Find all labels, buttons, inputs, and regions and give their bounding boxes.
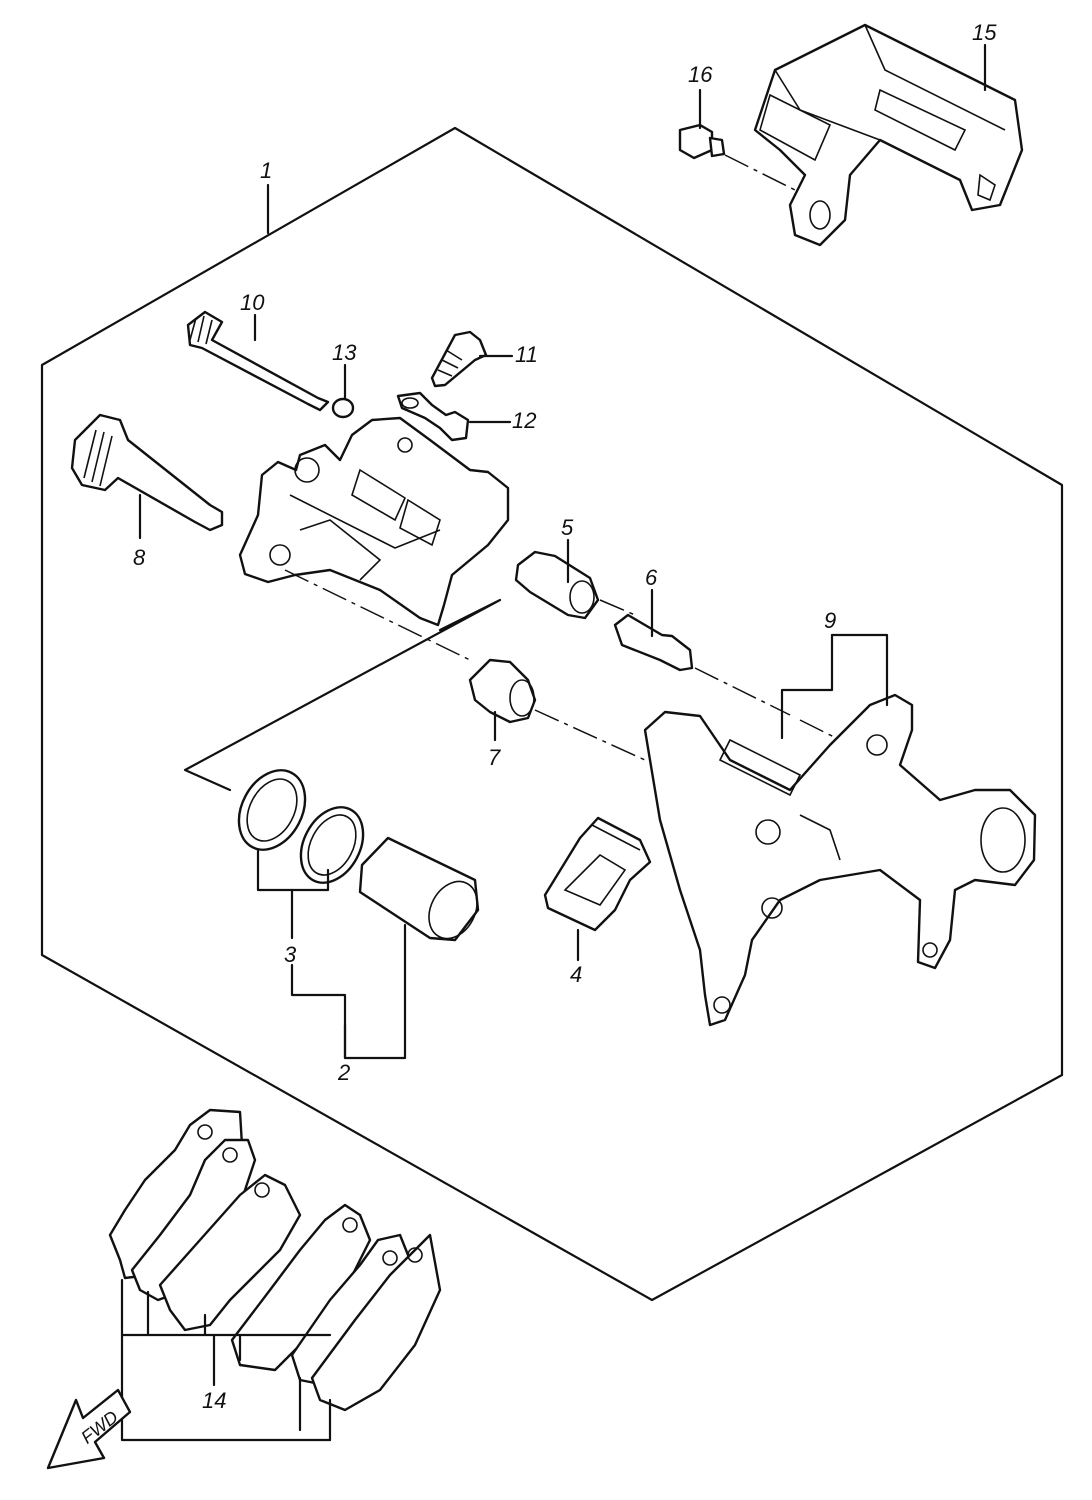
part-8-pin xyxy=(70,413,224,532)
callout-4: 4 xyxy=(570,962,582,987)
part-4-spring xyxy=(543,816,652,932)
callout-1: 1 xyxy=(260,158,272,183)
callout-6: 6 xyxy=(645,565,658,590)
callout-13: 13 xyxy=(332,340,357,365)
callout-8: 8 xyxy=(133,545,146,570)
part-3-seals xyxy=(237,769,365,884)
callout-12: 12 xyxy=(512,408,536,433)
part-15-bracket xyxy=(753,23,1024,247)
callout-2: 2 xyxy=(337,1060,350,1085)
part-13-oring xyxy=(331,397,355,419)
callout-7: 7 xyxy=(488,745,501,770)
callout-10: 10 xyxy=(240,290,265,315)
fwd-arrow-icon: FWD xyxy=(46,1388,132,1470)
callout-11: 11 xyxy=(515,342,538,367)
part-10-pin xyxy=(186,310,330,412)
part-12-cap xyxy=(396,391,470,442)
caliper-body xyxy=(238,416,510,627)
callout-14: 14 xyxy=(202,1388,226,1413)
callout-15: 15 xyxy=(972,20,997,45)
callout-16: 16 xyxy=(688,62,713,87)
part-6-bolt xyxy=(613,613,694,672)
part-2-piston xyxy=(358,836,480,942)
part-9-support xyxy=(643,693,1037,1027)
assembly-boundary xyxy=(40,126,1064,1302)
callout-9: 9 xyxy=(824,608,836,633)
part-11-bleeder xyxy=(430,330,488,388)
part-14-pads xyxy=(108,1108,442,1412)
part-7-boot xyxy=(468,658,537,724)
callout-3: 3 xyxy=(284,942,297,967)
part-16-bolt xyxy=(678,123,726,160)
callout-5: 5 xyxy=(561,515,574,540)
part-5-sleeve xyxy=(514,550,600,620)
